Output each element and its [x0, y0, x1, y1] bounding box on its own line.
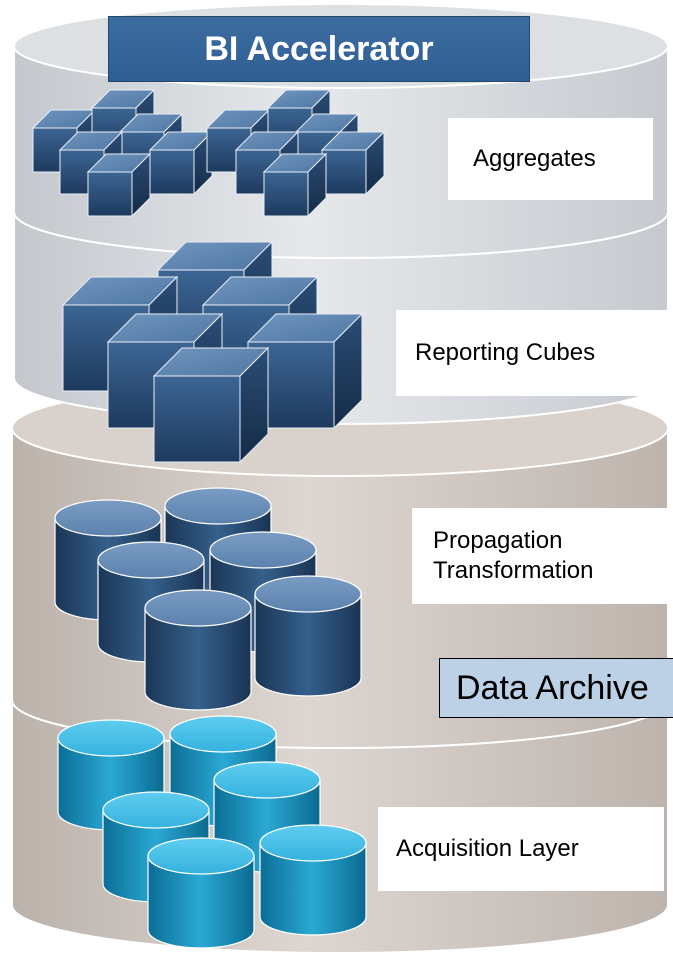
- dark-cylinder-icon: [144, 589, 252, 711]
- cyan-cylinder-icon: [147, 837, 255, 949]
- acquisition-layer-label: Acquisition Layer: [378, 807, 664, 891]
- propagation-transformation-label: Propagation Transformation: [412, 508, 667, 604]
- propagation-cylinders: [54, 487, 362, 711]
- bi-accelerator-title: BI Accelerator: [108, 16, 530, 82]
- small-cube-icon: [205, 108, 271, 174]
- small-cube-icon: [86, 152, 152, 218]
- cyan-cylinder-icon: [259, 824, 367, 936]
- acquisition-cylinders: [57, 715, 367, 949]
- reporting-cubes: [61, 240, 364, 464]
- small-cube-icon: [262, 152, 328, 218]
- small-cube-icon: [148, 130, 214, 196]
- data-archive-label: Data Archive: [439, 658, 673, 718]
- reporting-cubes-label: Reporting Cubes: [396, 310, 673, 396]
- cube-icon: [246, 312, 364, 430]
- small-cube-icon: [320, 130, 386, 196]
- cube-icon: [152, 346, 270, 464]
- dark-cylinder-icon: [254, 575, 362, 697]
- aggregates-label: Aggregates: [448, 118, 653, 200]
- aggregate-cubes: [31, 88, 386, 218]
